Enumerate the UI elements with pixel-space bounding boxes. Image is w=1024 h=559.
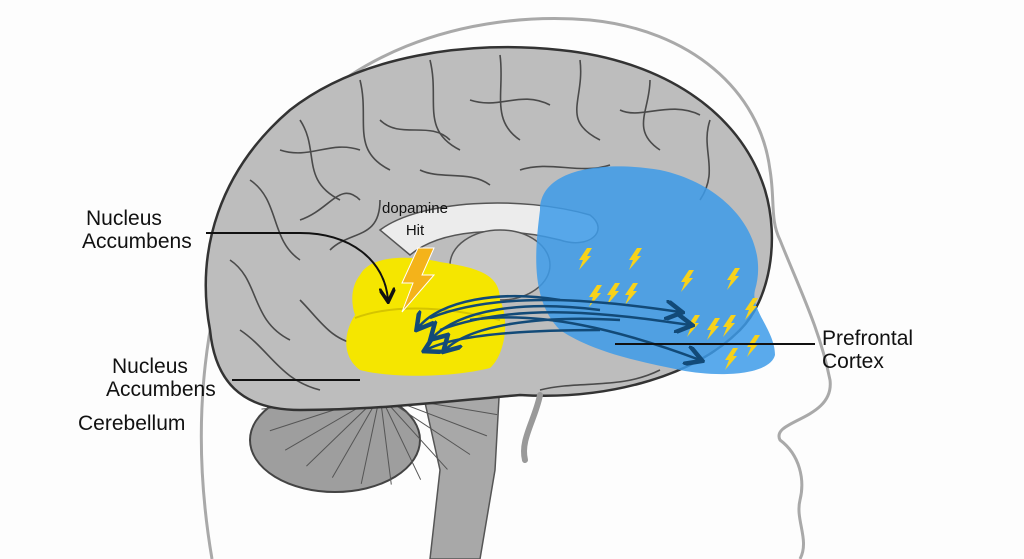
gyrus-line xyxy=(499,54,521,141)
lightning-bolt-icon xyxy=(727,268,740,290)
lightning-bolt-icon xyxy=(723,315,736,337)
label-line: dopamine xyxy=(382,200,448,217)
label-line: Prefrontal xyxy=(822,327,914,350)
label-line: Accumbens xyxy=(82,230,192,253)
dopamine-bolt-icon xyxy=(401,247,436,313)
signal-arrow xyxy=(418,294,561,328)
gyrus-line xyxy=(279,146,361,154)
label-line: Nucleus xyxy=(86,207,162,230)
gyrus-line xyxy=(299,119,341,201)
gyrus-line xyxy=(576,59,601,141)
label-nucleus-accumbens-bottom: Nucleus Accumbens xyxy=(106,355,216,401)
gyrus-line xyxy=(229,259,291,341)
lightning-bolt-icon xyxy=(725,348,738,370)
gyrus-line xyxy=(642,79,661,151)
label-cerebellum: Cerebellum xyxy=(78,412,186,435)
gyrus-line xyxy=(419,169,491,186)
cerebellum-folium xyxy=(360,394,381,484)
lightning-bolt-icon xyxy=(579,248,592,270)
label-line: Nucleus xyxy=(112,355,188,378)
signal-arrow xyxy=(445,317,621,350)
lightning-bolt-icon xyxy=(745,298,758,320)
gyrus-line xyxy=(429,59,461,151)
label-nucleus-accumbens-top: Nucleus Accumbens xyxy=(82,207,192,253)
signal-arrow xyxy=(429,298,680,318)
gyrus-line xyxy=(619,108,701,116)
gyrus-line xyxy=(299,192,361,221)
label-prefrontal-cortex: Prefrontal Cortex xyxy=(822,327,913,373)
brainstem xyxy=(419,379,501,559)
lightning-bolt-icon xyxy=(681,270,694,292)
gyrus-line xyxy=(469,98,551,106)
gyrus-line xyxy=(329,199,381,251)
signal-arrow xyxy=(469,316,700,360)
signal-arrow xyxy=(426,328,601,350)
label-line: Cortex xyxy=(822,350,884,373)
label-dopamine-hit: dopamine Hit xyxy=(380,200,450,240)
gyrus-line xyxy=(239,329,321,391)
pituitary xyxy=(521,392,543,463)
lightning-bolt-icon xyxy=(607,283,620,305)
cerebellum-folium xyxy=(379,394,422,480)
gyrus-line xyxy=(359,79,391,171)
label-line: Hit xyxy=(405,222,425,239)
lightning-bolt-icon xyxy=(707,318,720,340)
lightning-bolt-icon xyxy=(747,335,760,357)
region-fold xyxy=(354,307,501,321)
label-line: Accumbens xyxy=(106,378,216,401)
leader-line-nucleus-accumbens-top xyxy=(206,232,388,300)
gyrus-line xyxy=(379,119,451,141)
lightning-bolt-icon xyxy=(629,248,642,270)
gyrus-line xyxy=(539,369,661,391)
gyrus-line xyxy=(249,179,301,261)
cerebellum-folium xyxy=(379,394,392,485)
brain-gyri xyxy=(229,54,711,391)
lightning-bolt-icon xyxy=(625,283,638,305)
